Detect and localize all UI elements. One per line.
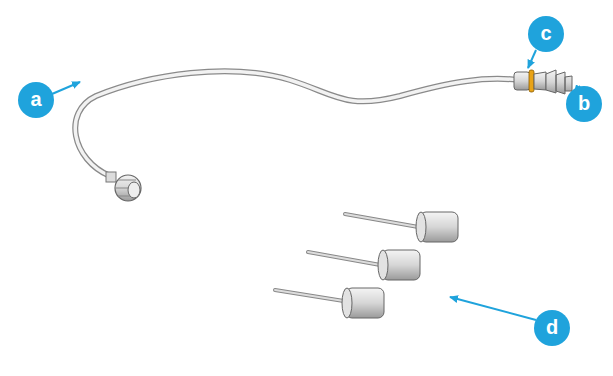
nut-connector: [106, 172, 141, 201]
callout-letter: b: [566, 86, 602, 122]
barbed-fitting: [514, 70, 572, 94]
leader-arrows: [52, 50, 580, 320]
callout-letter: d: [534, 310, 570, 346]
callout-letter: c: [528, 16, 564, 52]
tube: [75, 71, 518, 176]
callout-letter: a: [18, 82, 54, 118]
pins: [275, 212, 458, 318]
